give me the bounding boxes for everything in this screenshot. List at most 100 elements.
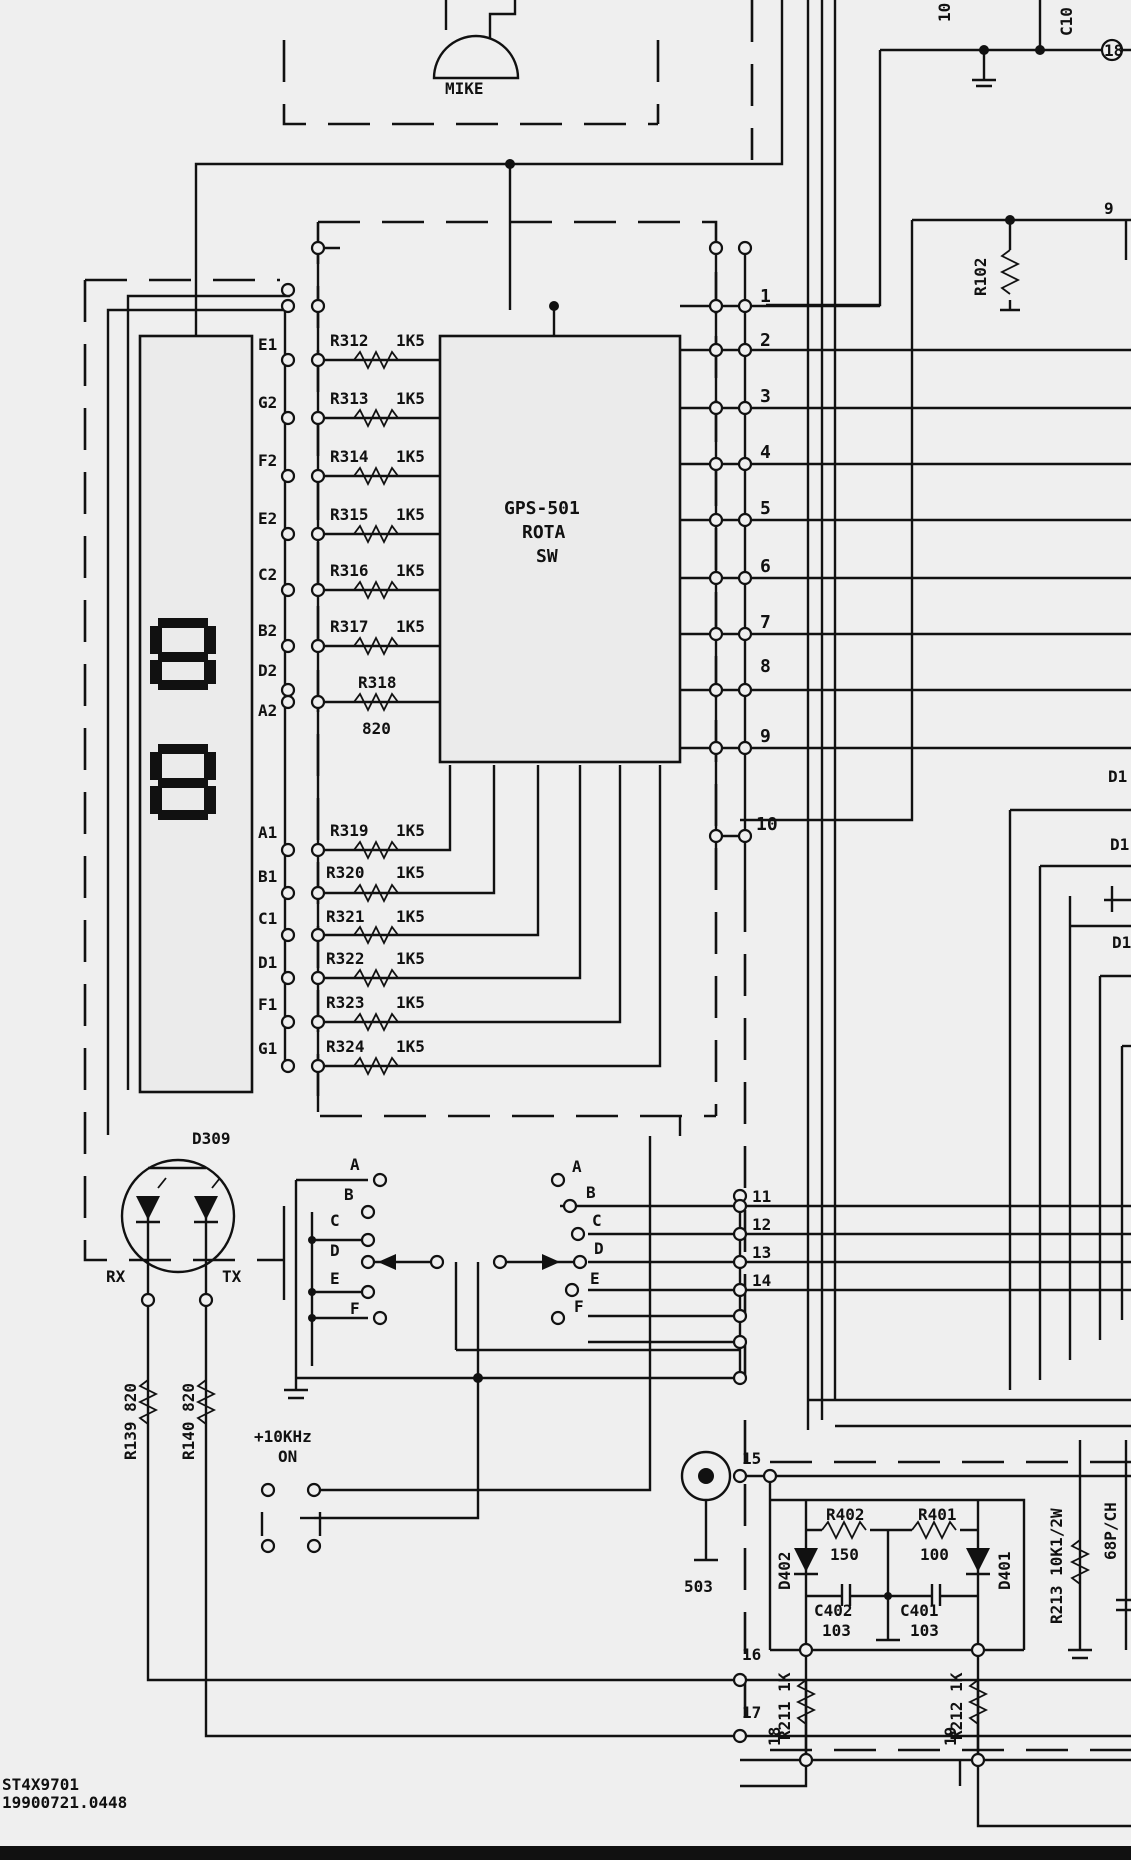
resistor-value: 1K5 <box>396 505 425 524</box>
display-pin-label: B2 <box>258 621 277 640</box>
top-label-10: 10 <box>935 3 954 22</box>
connector-pin: 5 <box>760 498 771 519</box>
tx-label: TX <box>222 1267 242 1286</box>
display-pin-label: F1 <box>258 995 277 1014</box>
display-pin-label: D2 <box>258 661 277 680</box>
display-pin-label: F2 <box>258 451 277 470</box>
display-pin-label: B1 <box>258 867 277 886</box>
resistor-value: 1K5 <box>396 949 425 968</box>
lower-pin-11: 11 <box>752 1187 771 1206</box>
display-pin-label: E1 <box>258 335 277 354</box>
lower-pin-16: 16 <box>742 1645 761 1664</box>
c402-label: C402 <box>814 1601 853 1620</box>
c401-label: C401 <box>900 1601 939 1620</box>
mike-label: MIKE <box>445 79 484 98</box>
resistor-ref: R316 <box>330 561 369 580</box>
display-pin-label: C1 <box>258 909 277 928</box>
digit-upper <box>150 618 216 690</box>
connector-pin: 3 <box>760 386 771 407</box>
switch-right-f: F <box>574 1297 584 1316</box>
top-label-c10: C10 <box>1057 7 1076 36</box>
r102-label: R102 <box>971 257 990 296</box>
switch-right-e: E <box>590 1269 600 1288</box>
resistor-value: 1K5 <box>396 993 425 1012</box>
d1-label-a: D1 <box>1108 767 1127 786</box>
resistor-value: 1K5 <box>396 447 425 466</box>
display-pin-label: G2 <box>258 393 277 412</box>
10khz-label: +10KHz <box>254 1427 312 1446</box>
resistor-ref: R317 <box>330 617 369 636</box>
display-pin-label: A1 <box>258 823 277 842</box>
resistor-ref: R314 <box>330 447 369 466</box>
ic-name: GPS-501 <box>504 498 580 519</box>
switch-right-b: B <box>586 1183 596 1202</box>
r213-label: R213 10K1/2W <box>1047 1508 1066 1624</box>
d309-label: D309 <box>192 1129 231 1148</box>
connector-pin: 6 <box>760 556 771 577</box>
node-9: 9 <box>1104 199 1114 218</box>
resistor-value: 1K5 <box>396 617 425 636</box>
resistor-ref: R320 <box>326 863 365 882</box>
connector-pin: 2 <box>760 330 771 351</box>
ic-sub2: SW <box>536 546 558 567</box>
display-pin-label: G1 <box>258 1039 277 1058</box>
resistor-ref: R322 <box>326 949 365 968</box>
switch-left-b: B <box>344 1185 354 1204</box>
connector-pin: 4 <box>760 442 771 463</box>
lower-pin-14: 14 <box>752 1271 771 1290</box>
lower-pin-17: 17 <box>742 1703 761 1722</box>
display-pin-label: E2 <box>258 509 277 528</box>
display-pin-label: D1 <box>258 953 277 972</box>
connector-pin: 7 <box>760 612 771 633</box>
switch-left-d: D <box>330 1241 340 1260</box>
connector-pin: 8 <box>760 656 771 677</box>
resistor-ref: R315 <box>330 505 369 524</box>
jack-503-label: 503 <box>684 1577 713 1596</box>
gps-501-ic: GPS-501 ROTA SW <box>438 159 682 764</box>
r402-label: R402 <box>826 1505 865 1524</box>
resistor-value: 1K5 <box>396 821 425 840</box>
c401-value: 103 <box>910 1621 939 1640</box>
lower-pin-15: 15 <box>742 1449 761 1468</box>
ic-sub1: ROTA <box>522 522 566 543</box>
footer-code: ST4X9701 <box>2 1775 79 1794</box>
10khz-switch: +10KHz ON <box>254 1427 322 1554</box>
d309-led: D309 RX TX R139 820 R140 820 <box>106 1129 242 1460</box>
switch-right-c: C <box>592 1211 602 1230</box>
switch-left-f: F <box>350 1299 360 1318</box>
connector-pin: 9 <box>760 726 771 747</box>
resistor-ref: R312 <box>330 331 369 350</box>
lower-pin-19: 19 <box>941 1727 960 1746</box>
r401-value: 100 <box>920 1545 949 1564</box>
switch-left-a: A <box>350 1155 360 1174</box>
connector-upper: 1 2 3 4 5 6 7 8 9 10 <box>708 240 778 844</box>
wiring <box>106 0 1131 1828</box>
rotary-switch: A B C D E F A B C D E F <box>284 1155 604 1400</box>
jack-503: 503 <box>680 1450 732 1596</box>
connector-lower: 11 12 13 14 15 16 17 18 19 <box>732 1187 986 1768</box>
lower-pin-13: 13 <box>752 1243 771 1262</box>
footer-date: 19900721.0448 <box>2 1793 127 1812</box>
resistor-value: 1K5 <box>396 331 425 350</box>
rx-label: RX <box>106 1267 126 1286</box>
resistor-value: 1K5 <box>396 907 425 926</box>
resistor-value: 1K5 <box>396 1037 425 1056</box>
resistor-ref: R324 <box>326 1037 365 1056</box>
top-right-components: 10 C10 18 R102 9 D1 D1 D1 <box>935 3 1131 952</box>
r212-label: R212 1K <box>947 1672 966 1740</box>
footer: ST4X9701 19900721.0448 <box>0 1775 1131 1860</box>
switch-right-d: D <box>594 1239 604 1258</box>
microphone: MIKE <box>432 0 520 98</box>
resistor-value: 1K5 <box>396 863 425 882</box>
resistor-ref: R319 <box>330 821 369 840</box>
r401-label: R401 <box>918 1505 957 1524</box>
d401-label: D401 <box>995 1551 1014 1590</box>
10khz-on-label: ON <box>278 1447 297 1466</box>
d402-label: D402 <box>775 1551 794 1590</box>
connector-pin: 10 <box>756 814 778 835</box>
resistor-ref: R313 <box>330 389 369 408</box>
display-pin-label: C2 <box>258 565 277 584</box>
detector-network: D402 D401 R402 150 R401 100 C402 103 C40… <box>775 1502 1131 1740</box>
display-pin-label: A2 <box>258 701 277 720</box>
